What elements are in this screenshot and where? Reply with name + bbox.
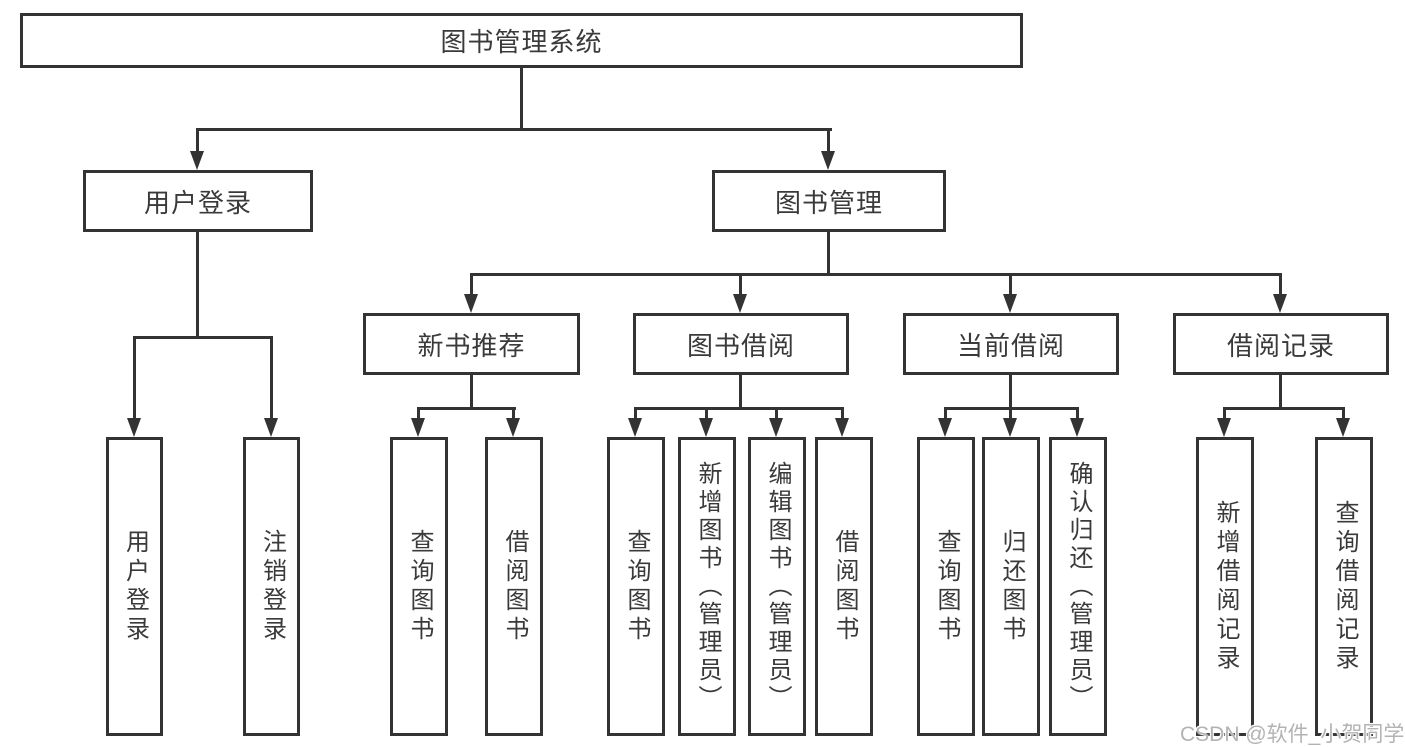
connector-new-books-hline — [417, 407, 516, 410]
arrow-down-icon — [835, 418, 849, 437]
node-borrow-records: 借阅记录 — [1173, 313, 1389, 375]
arrow-down-icon — [190, 151, 204, 170]
connector-level3-hline — [470, 273, 1282, 276]
node-book-mgmt: 图书管理 — [712, 170, 946, 232]
node-user-login: 用户登录 — [83, 170, 313, 232]
arrow-down-icon — [1070, 418, 1084, 437]
leaf-query-borrow-record: 查询借阅记录 — [1315, 437, 1373, 736]
connector-book-borrow-hline — [634, 407, 844, 410]
leaf-borrow-books-2: 借阅图书 — [815, 437, 873, 736]
arrow-down-icon — [821, 151, 835, 170]
connector-leaf-stem — [775, 407, 778, 421]
connector-new-books-stem — [470, 273, 473, 297]
node-new-books: 新书推荐 — [363, 313, 580, 375]
arrow-down-icon — [464, 294, 478, 313]
arrow-down-icon — [1003, 294, 1017, 313]
arrow-down-icon — [1273, 294, 1287, 313]
leaf-query-books-2: 查询图书 — [607, 437, 665, 736]
node-book-borrow: 图书借阅 — [633, 313, 849, 375]
node-root: 图书管理系统 — [20, 13, 1023, 68]
connector-book-borrow-down — [739, 375, 742, 407]
arrow-down-icon — [411, 418, 425, 437]
arrow-down-icon — [264, 418, 278, 437]
connector-borrow-records-stem — [1279, 273, 1282, 297]
connector-book-mgmt-stem — [827, 128, 830, 154]
arrow-down-icon — [127, 418, 141, 437]
connector-leaf-stem — [1342, 407, 1345, 421]
arrow-down-icon — [1217, 418, 1231, 437]
connector-level2-hline — [196, 128, 832, 131]
connector-leaf-stem — [705, 407, 708, 421]
leaf-logout: 注销登录 — [243, 437, 300, 736]
arrow-down-icon — [699, 418, 713, 437]
connector-leaf-stem — [944, 407, 947, 421]
connector-login-leaf-stem — [133, 336, 136, 420]
connector-current-borrow-stem — [1009, 273, 1012, 297]
leaf-query-books-3: 查询图书 — [917, 437, 975, 736]
csdn-watermark: CSDN @软件_小贺同学 — [1180, 723, 1405, 746]
connector-leaf-stem — [1009, 407, 1012, 421]
connector-leaf-stem — [634, 407, 637, 421]
leaf-confirm-return-admin: 确认归还（管理员） — [1049, 437, 1107, 736]
arrow-down-icon — [628, 418, 642, 437]
connector-borrow-records-down — [1279, 375, 1282, 407]
arrow-down-icon — [1003, 418, 1017, 437]
connector-current-borrow-down — [1009, 375, 1012, 407]
connector-borrow-records-hline — [1223, 407, 1345, 410]
connector-book-mgmt-down — [827, 232, 830, 273]
arrow-down-icon — [733, 294, 747, 313]
connector-leaf-stem — [417, 407, 420, 421]
connector-leaf-stem — [1223, 407, 1226, 421]
connector-root-stem — [520, 68, 523, 128]
connector-leaf-stem — [512, 407, 515, 421]
connector-user-login-stem — [196, 128, 199, 154]
leaf-add-books-admin: 新增图书（管理员） — [678, 437, 736, 736]
connector-user-login-down — [196, 232, 199, 336]
arrow-down-icon — [769, 418, 783, 437]
connector-new-books-down — [470, 375, 473, 407]
leaf-user-login: 用户登录 — [106, 437, 163, 736]
connector-user-login-hline — [133, 336, 273, 339]
leaf-borrow-books-1: 借阅图书 — [485, 437, 543, 736]
arrow-down-icon — [1336, 418, 1350, 437]
connector-leaf-stem — [841, 407, 844, 421]
node-current-borrow: 当前借阅 — [903, 313, 1119, 375]
connector-leaf-stem — [1076, 407, 1079, 421]
leaf-add-borrow-record: 新增借阅记录 — [1196, 437, 1254, 736]
connector-book-borrow-stem — [739, 273, 742, 297]
leaf-edit-books-admin: 编辑图书（管理员） — [748, 437, 806, 736]
leaf-return-books: 归还图书 — [982, 437, 1040, 736]
arrow-down-icon — [506, 418, 520, 437]
leaf-query-books-1: 查询图书 — [390, 437, 448, 736]
arrow-down-icon — [938, 418, 952, 437]
connector-logout-leaf-stem — [270, 336, 273, 420]
